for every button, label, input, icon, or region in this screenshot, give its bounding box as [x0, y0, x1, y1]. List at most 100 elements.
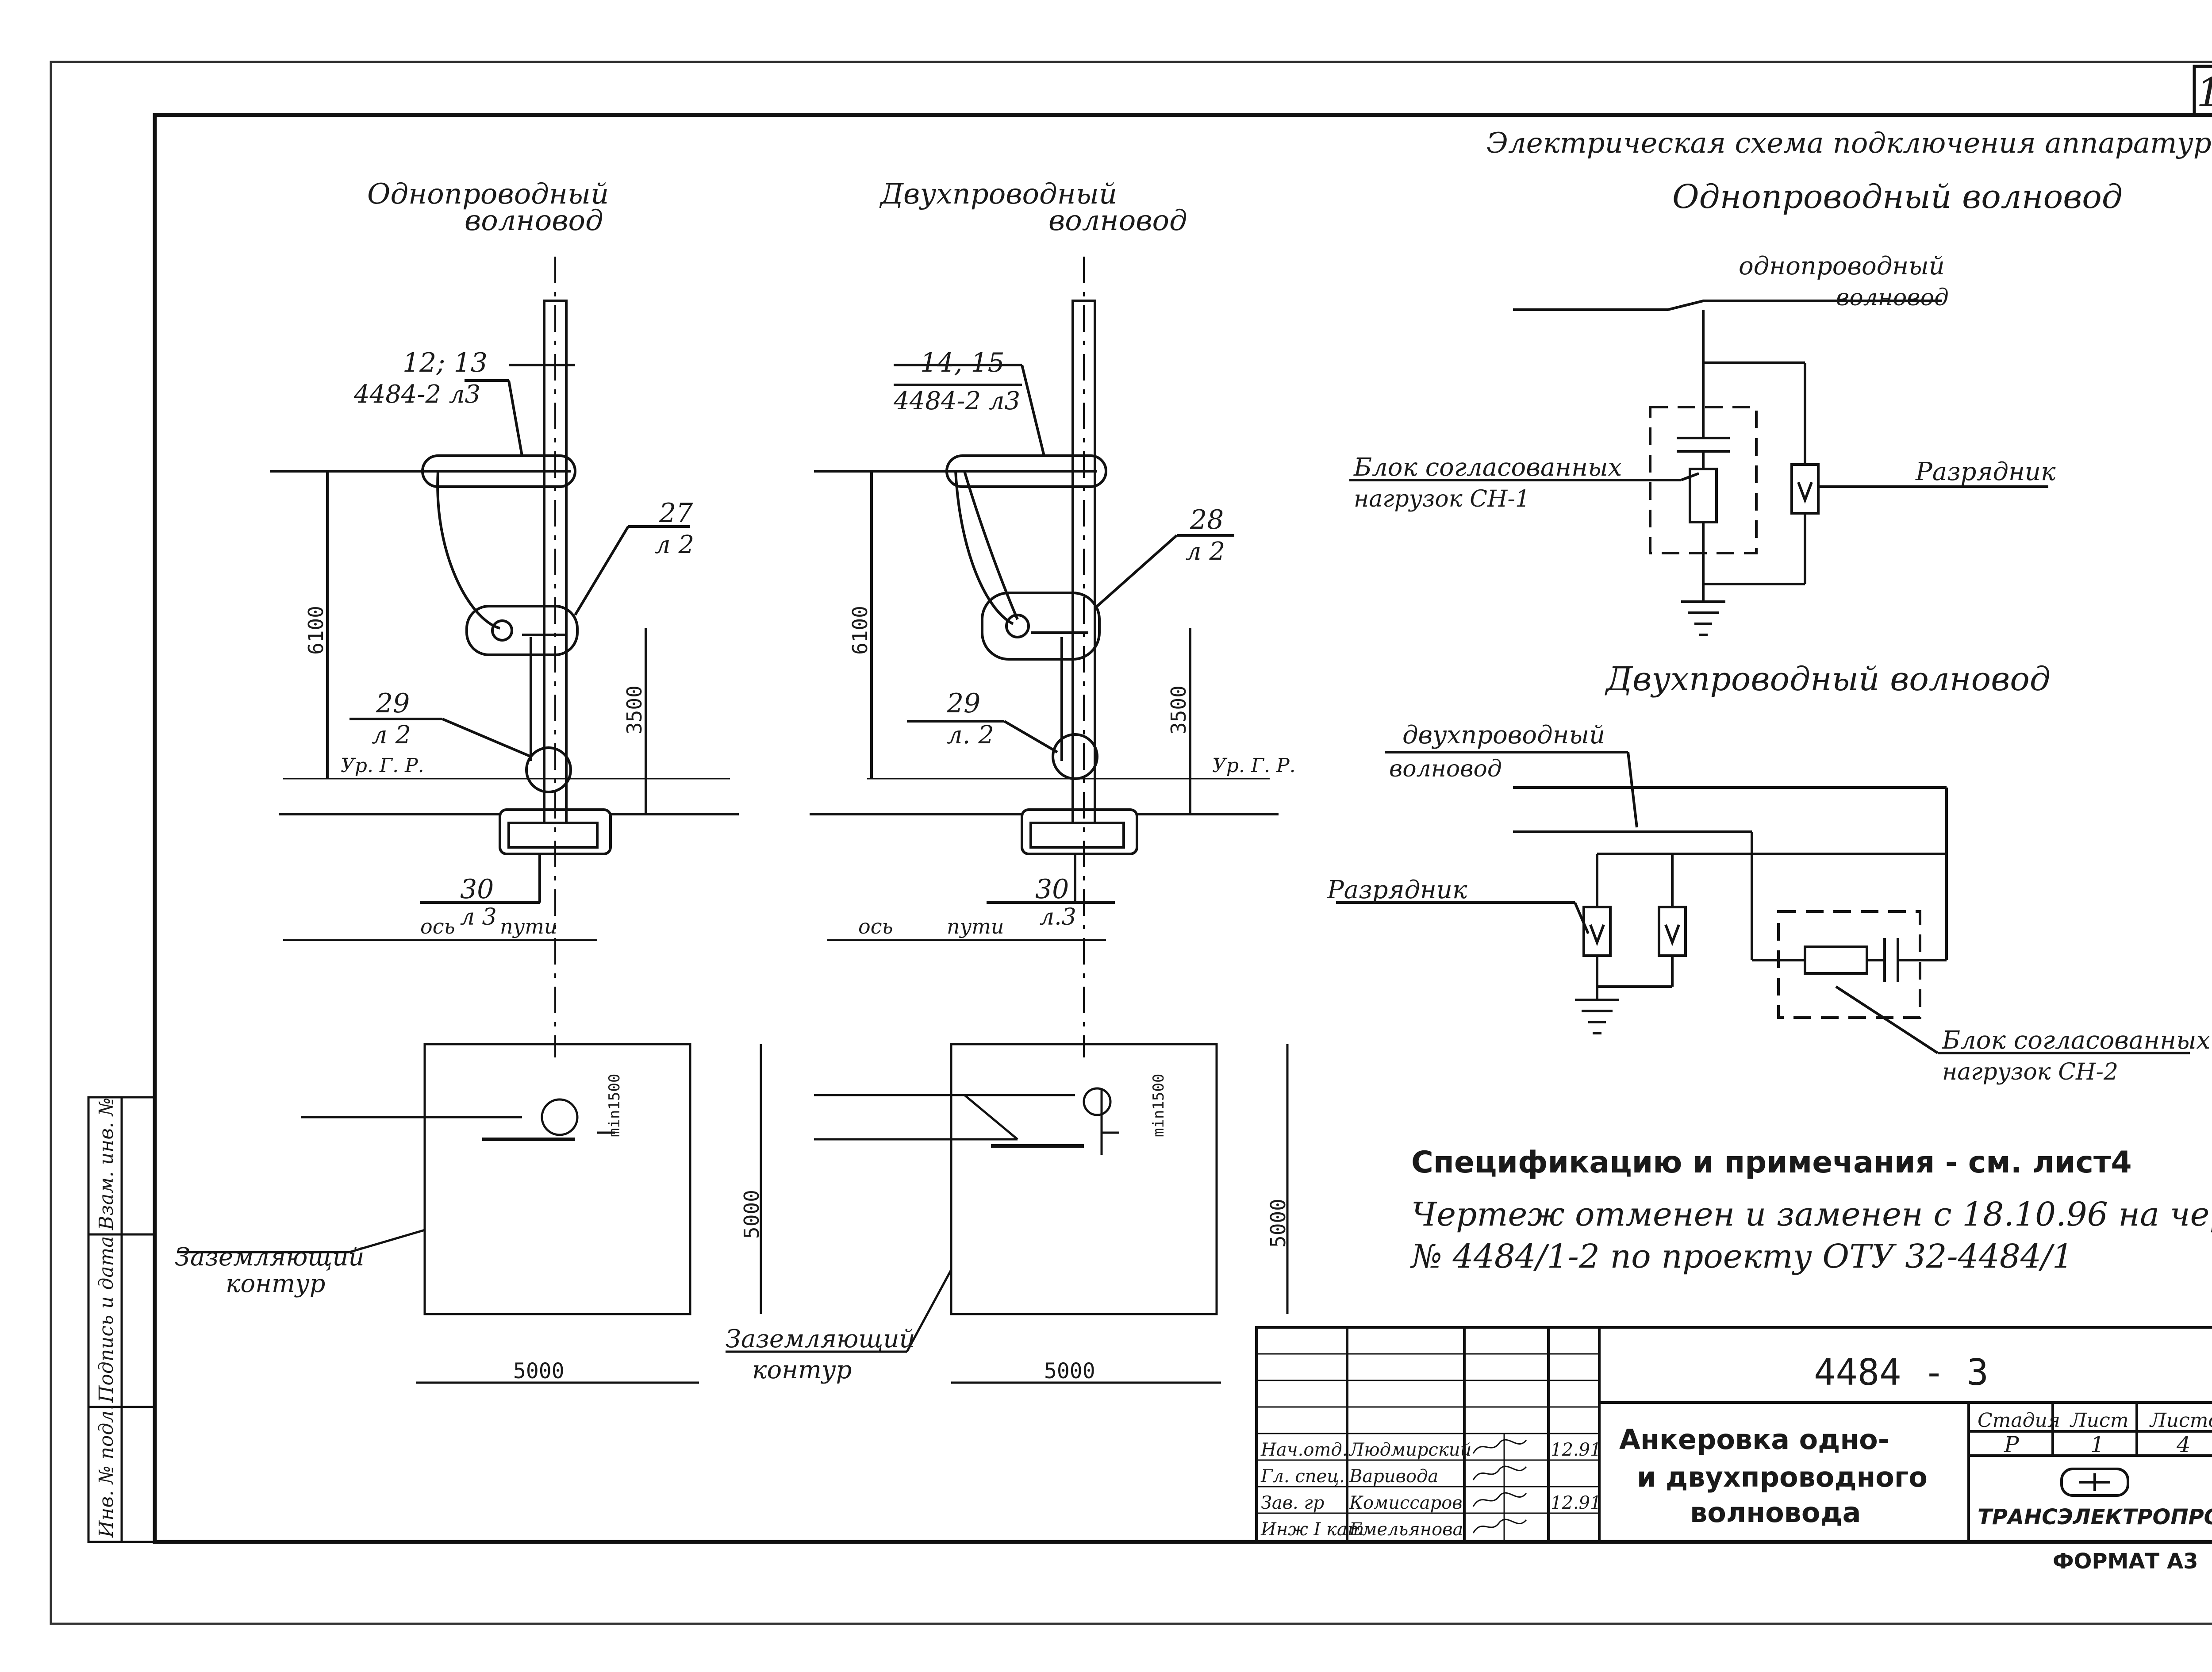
- block-sn1-label-1: Блок согласованных: [1353, 453, 1622, 482]
- cancel-note-2: № 4484/1-2 по проекту ОТУ 32-4484/1: [1410, 1238, 2073, 1276]
- right-plan-dim-vertical: 5000: [1266, 1199, 1290, 1248]
- title-block: 4484 - 3 Анкеровка одно- и двухпроводног…: [1255, 1326, 2212, 1574]
- right-callout-top-2: 4484-2 л3: [893, 387, 1020, 415]
- left-callout-base-1: 30: [460, 874, 494, 905]
- left-title-1: Однопроводный: [367, 178, 609, 211]
- drawing-name-2: и двухпроводного: [1637, 1461, 1928, 1493]
- left-plan-dim-min: min1500: [606, 1074, 623, 1137]
- sheet-number-box: [2193, 65, 2212, 117]
- left-callout-top-2: 4484-2 л3: [353, 380, 480, 409]
- format-label: ФОРМАТ А3: [2053, 1549, 2198, 1574]
- signer-role-1: Нач.отд.: [1260, 1440, 1348, 1460]
- right-dim-mid: 3500: [1167, 685, 1190, 734]
- spec-note: Спецификацию и примечания - см. лист4: [1411, 1145, 2132, 1180]
- cancel-note-1: Чертеж отменен и заменен с 18.10.96 на ч…: [1411, 1195, 2212, 1234]
- right-ground-contour-2: контур: [752, 1356, 852, 1384]
- right-callout-base-1: 30: [1035, 874, 1069, 905]
- signature-3: [1472, 1492, 1527, 1507]
- left-ground-contour-2: контур: [226, 1269, 325, 1298]
- right-plan-dim-min: min1500: [1150, 1074, 1167, 1137]
- right-plan-dim-horizontal: 5000: [1044, 1359, 1095, 1384]
- left-callout-low-circle: [525, 746, 572, 793]
- signature-2: [1472, 1465, 1527, 1480]
- right-axis-2: пути: [947, 915, 1004, 938]
- drawing-name-1: Анкеровка одно-: [1619, 1423, 1889, 1456]
- sheets-label: Листов: [2149, 1409, 2212, 1432]
- signature-1: [1472, 1439, 1527, 1454]
- right-callout-low-1: 29: [946, 688, 980, 719]
- left-ground-level: Ур. Г. Р.: [341, 754, 424, 777]
- single-wire-label-2: волновод: [1836, 284, 1949, 311]
- left-plan-dim-horizontal: 5000: [513, 1359, 565, 1384]
- stage-value: Р: [2004, 1432, 2020, 1457]
- single-wire-label-1: однопроводный: [1739, 252, 1945, 281]
- company-logo-icon: [2060, 1468, 2129, 1497]
- right-callout-top-ellipse: [945, 454, 1107, 488]
- right-callout-top-1: 14, 15: [920, 347, 1005, 378]
- signer-date-1: 12.91: [1551, 1440, 1601, 1460]
- right-callout-mid-1: 28: [1190, 504, 1224, 535]
- left-ground-contour-1: Заземляющий: [175, 1243, 365, 1272]
- right-plan-contour: [950, 1043, 1218, 1315]
- signer-role-4: Инж I кат: [1260, 1519, 1364, 1540]
- sheet-label: Лист: [2070, 1409, 2128, 1432]
- left-callout-low-1: 29: [376, 688, 410, 719]
- drawing-name-3: волновода: [1690, 1496, 1861, 1529]
- side-stamp-podpis: Подпись и дата: [95, 1236, 118, 1403]
- block-sn1-label-2: нагрузок СН-1: [1354, 486, 1530, 512]
- signature-4: [1472, 1518, 1527, 1534]
- right-plan: min1500 5000 5000 Заземляющий контур: [726, 1043, 1290, 1384]
- left-callout-mid-2: л 2: [655, 530, 694, 559]
- left-callout-base-2: л 3: [460, 904, 497, 930]
- right-dim-height: 6100: [848, 606, 872, 655]
- right-title-2: волновод: [1048, 204, 1187, 237]
- inner-frame: [153, 113, 2212, 1544]
- side-stamp-inv-podl: Инв. № подл.: [95, 1404, 118, 1538]
- right-callout-base-2: л.3: [1040, 904, 1076, 930]
- right-ground-level: Ур. Г. Р.: [1212, 754, 1296, 777]
- signer-date-3: 12.91: [1551, 1493, 1601, 1513]
- left-title-2: волновод: [465, 204, 603, 237]
- left-foundation: [499, 808, 612, 855]
- signer-role-2: Гл. спец.: [1260, 1466, 1345, 1487]
- left-callout-mid-ellipse: [465, 605, 579, 656]
- right-callout-mid-2: л 2: [1186, 537, 1225, 566]
- right-elevation: Двухпроводный волновод 14, 15 4484-2 л3 …: [810, 178, 1296, 1057]
- left-elevation: Однопроводный волновод 12; 13 4484-2 л3 …: [270, 178, 739, 1057]
- side-stamp-vzam: Взам. инв. №: [95, 1097, 118, 1230]
- block-sn2-label-2: нагрузок СН-2: [1942, 1059, 2118, 1085]
- sheet-value: 1: [2090, 1432, 2104, 1457]
- right-axis-1: ось: [858, 915, 893, 938]
- signer-name-2: Варивода: [1349, 1466, 1438, 1487]
- stage-label: Стадия: [1978, 1409, 2060, 1432]
- right-callout-mid-ellipse: [981, 592, 1101, 661]
- sheet-number: 17: [2197, 69, 2212, 116]
- left-dim-height: 6100: [304, 606, 328, 655]
- signer-name-1: Людмирский: [1348, 1440, 1471, 1460]
- single-schematic-title: Однопроводный волновод: [1672, 178, 2123, 216]
- left-callout-top-1: 12; 13: [403, 347, 488, 378]
- double-wire-label-2: волновод: [1389, 756, 1502, 782]
- right-title-1: Двухпроводный: [879, 178, 1117, 211]
- double-wire-label-1: двухпроводный: [1402, 721, 1605, 750]
- sheets-value: 4: [2176, 1432, 2191, 1457]
- right-ground-contour-1: Заземляющий: [726, 1325, 915, 1353]
- right-foundation: [1021, 808, 1138, 855]
- block-sn2-label-1: Блок согласованных: [1942, 1026, 2210, 1055]
- double-arrester-label: Разрядник: [1327, 876, 1467, 904]
- schematic-title: Электрическая схема подключения аппарату…: [1486, 127, 2212, 160]
- left-callout-top-ellipse: [421, 454, 576, 488]
- side-stamp: Взам. инв. № Подпись и дата Инв. № подл.: [87, 1096, 156, 1543]
- left-plan-dim-vertical: 5000: [740, 1190, 764, 1239]
- left-callout-low-2: л 2: [372, 721, 411, 750]
- right-callout-low-2: л. 2: [947, 721, 994, 750]
- left-plan-contour: [423, 1043, 691, 1315]
- signer-role-3: Зав. гр: [1261, 1493, 1324, 1513]
- notes: Спецификацию и примечания - см. лист4 Че…: [1410, 1145, 2212, 1276]
- outer-frame: [50, 61, 2212, 1625]
- arrester-label: Разрядник: [1915, 457, 2056, 486]
- left-dim-mid: 3500: [622, 685, 646, 734]
- signer-name-4: Емельянова: [1349, 1519, 1463, 1540]
- block-sn2: [1777, 910, 1921, 1019]
